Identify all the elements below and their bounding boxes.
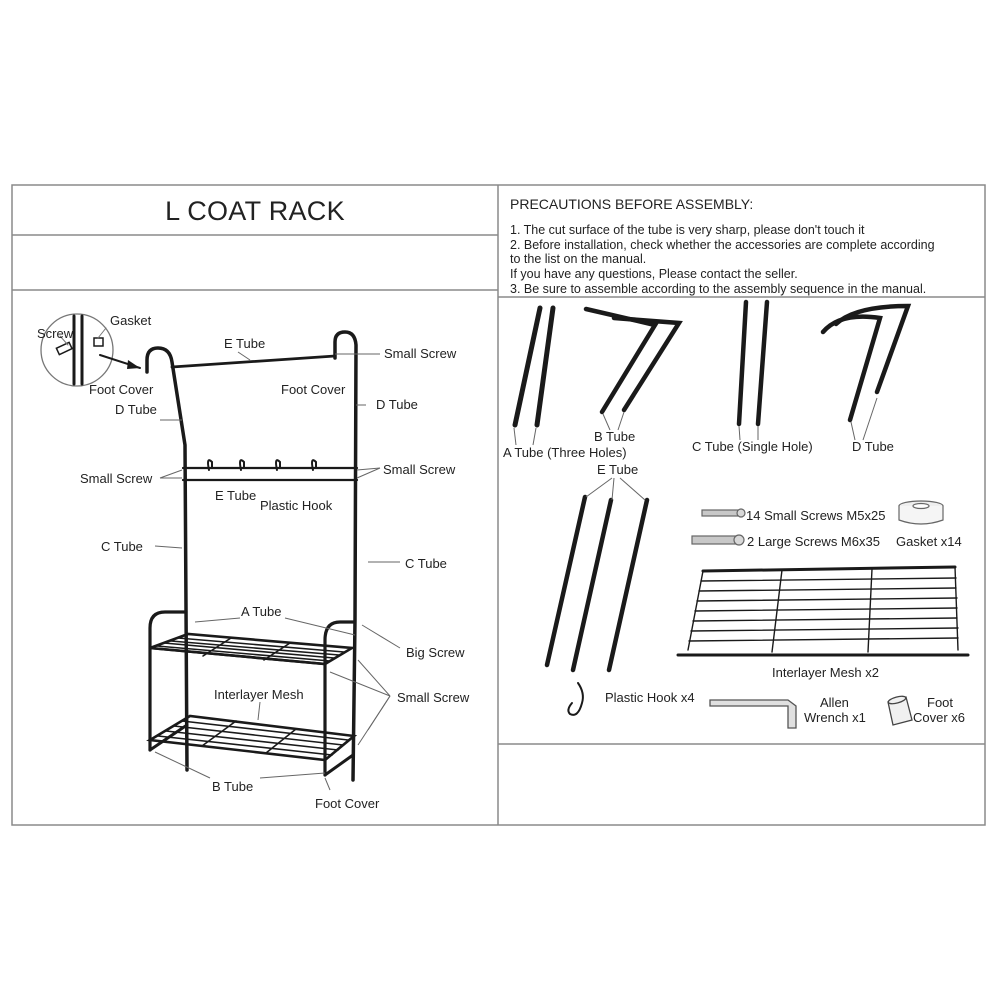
label-interlayer-mesh: Interlayer Mesh (214, 687, 304, 702)
precaution-line: to the list on the manual. (510, 252, 647, 266)
label-c-tube-left: C Tube (101, 539, 143, 554)
part-label-b-tube: B Tube (594, 429, 636, 444)
part-label-a-tube: A Tube (Three Holes) (503, 445, 627, 460)
label-foot-cover-right: Foot Cover (281, 382, 346, 397)
label-small-screw-top: Small Screw (384, 346, 457, 361)
gasket-part (898, 500, 944, 525)
precaution-line: 3. Be sure to assemble according to the … (510, 282, 927, 296)
leader-lines (154, 351, 401, 791)
label-d-tube-right: D Tube (376, 397, 418, 412)
lower-mesh (146, 714, 358, 762)
part-label-small-screws: 14 Small Screws M5x25 (746, 508, 886, 523)
label-a-tube: A Tube (241, 604, 282, 619)
frame (11, 184, 986, 826)
precautions-heading: PRECAUTIONS BEFORE ASSEMBLY: (510, 196, 754, 212)
page-title: L COAT RACK (165, 196, 345, 226)
label-b-tube: B Tube (212, 779, 254, 794)
allen-wrench-part (709, 699, 797, 729)
precaution-line: 2. Before installation, check whether th… (510, 238, 935, 252)
part-label-e-tube: E Tube (597, 462, 639, 477)
label-small-screw-mid-right: Small Screw (383, 462, 456, 477)
label-e-tube-top: E Tube (224, 336, 266, 351)
part-label-foot-cover-2: Cover x6 (913, 710, 966, 725)
label-d-tube-left: D Tube (115, 402, 157, 417)
precaution-line: 1. The cut surface of the tube is very s… (510, 223, 865, 237)
part-label-plastic-hook: Plastic Hook x4 (605, 690, 695, 705)
upper-mesh (148, 632, 357, 666)
part-label-allen-1: Allen (820, 695, 849, 710)
zoom-detail (40, 313, 141, 387)
foot-cover-part (887, 695, 913, 726)
label-e-tube-mid: E Tube (215, 488, 257, 503)
part-label-allen-2: Wrench x1 (804, 710, 866, 725)
part-label-gasket: Gasket x14 (896, 534, 962, 549)
part-label-large-screws: 2 Large Screws M6x35 (747, 534, 880, 549)
mesh-part (676, 565, 970, 657)
label-gasket: Gasket (110, 313, 152, 328)
label-big-screw: Big Screw (406, 645, 465, 660)
label-small-screw-low: Small Screw (397, 690, 470, 705)
label-foot-cover-bottom: Foot Cover (315, 796, 380, 811)
label-plastic-hook: Plastic Hook (260, 498, 333, 513)
part-label-c-tube: C Tube (Single Hole) (692, 439, 813, 454)
part-label-interlayer-mesh: Interlayer Mesh x2 (772, 665, 879, 680)
precaution-line: If you have any questions, Please contac… (510, 267, 798, 281)
part-label-foot-cover-1: Foot (927, 695, 954, 710)
label-small-screw-mid-left: Small Screw (80, 471, 153, 486)
part-label-d-tube: D Tube (852, 439, 894, 454)
label-screw: Screw (37, 326, 74, 341)
assembled-rack-drawing (40, 313, 359, 782)
parts-drawing (512, 299, 970, 729)
label-foot-cover-left: Foot Cover (89, 382, 154, 397)
label-c-tube-right: C Tube (405, 556, 447, 571)
